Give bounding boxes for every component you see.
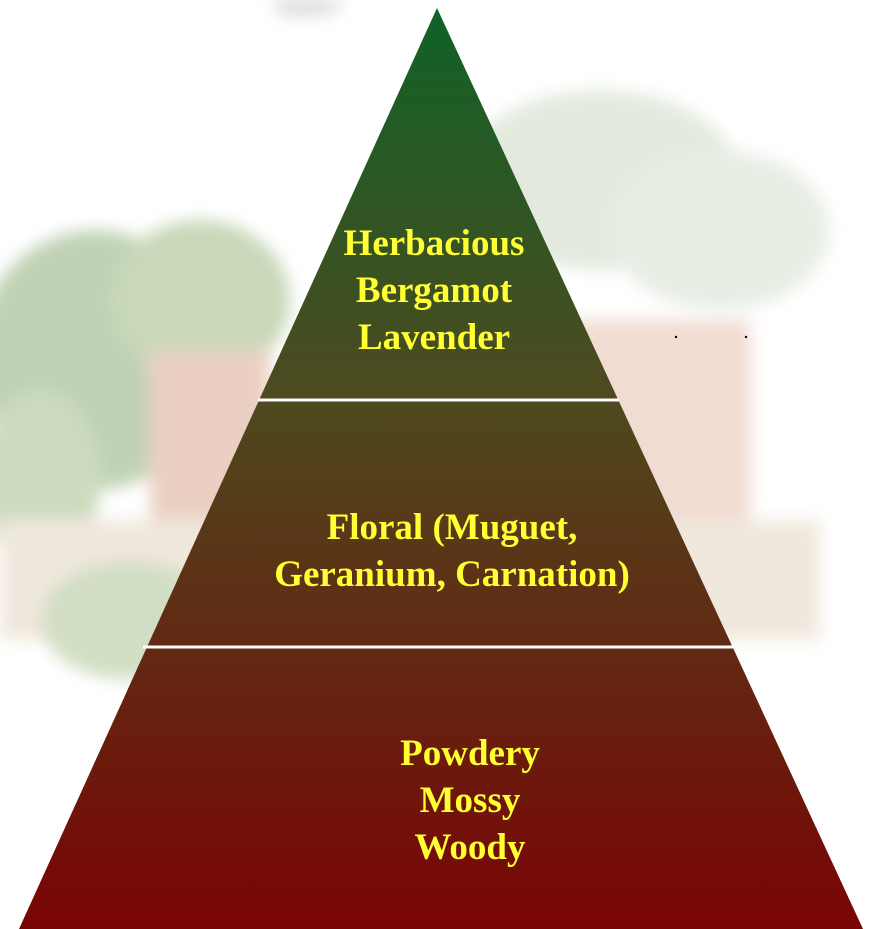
tier-middle-notes: Floral (Muguet, Geranium, Carnation) — [16, 504, 872, 598]
tier-top-notes: Herbacious Bergamot Lavender — [0, 220, 870, 361]
tier-top-line: Herbacious — [0, 220, 870, 267]
tier-top-line: Bergamot — [0, 267, 870, 314]
tier-middle-line: Floral (Muguet, — [16, 504, 872, 551]
tier-middle-line: Geranium, Carnation) — [16, 551, 872, 598]
tier-top-line: Lavender — [0, 314, 870, 361]
tier-bottom-line: Mossy — [34, 777, 872, 824]
tier-bottom-notes: Powdery Mossy Woody — [34, 730, 872, 871]
tier-bottom-line: Powdery — [34, 730, 872, 777]
tier-bottom-line: Woody — [34, 824, 872, 871]
